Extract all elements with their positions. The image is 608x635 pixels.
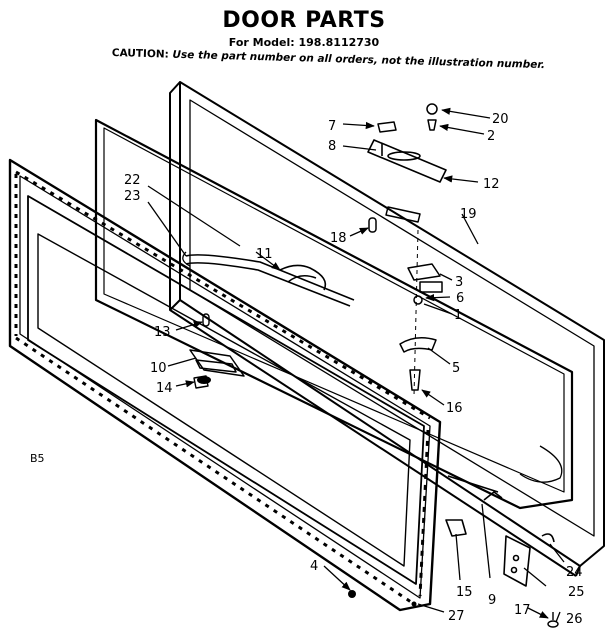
- callout-18: 18: [330, 231, 347, 246]
- hinge-assembly: [445, 475, 555, 587]
- callout-9: 9: [488, 593, 496, 608]
- callout-26: 26: [566, 612, 583, 627]
- callout-24: 24: [566, 565, 583, 580]
- callout-numbers: 7 8 20 2 12 22 23 19 18 11 3 6 1 13 5 10…: [124, 112, 585, 627]
- callout-2: 2: [487, 129, 495, 144]
- page-code: B5: [30, 452, 45, 465]
- inner-liner: [94, 118, 574, 510]
- callout-19: 19: [460, 207, 477, 222]
- callout-13: 13: [154, 325, 171, 340]
- diagram-title: DOOR PARTS: [222, 8, 386, 33]
- callout-5: 5: [452, 361, 460, 376]
- callout-6: 6: [456, 291, 464, 306]
- clip-7: [377, 121, 397, 133]
- back-panel: [169, 81, 605, 577]
- callout-11: 11: [256, 247, 273, 262]
- callout-7: 7: [328, 119, 336, 134]
- callout-17: 17: [514, 603, 531, 618]
- callout-14: 14: [156, 381, 173, 396]
- hardware-marks: [197, 376, 417, 607]
- screw-20: [426, 103, 438, 131]
- spring-18: [368, 217, 377, 233]
- callout-15: 15: [456, 585, 473, 600]
- callout-25: 25: [568, 585, 585, 600]
- callout-3: 3: [455, 275, 463, 290]
- callout-1: 1: [454, 308, 462, 323]
- latch-hardware: [399, 229, 443, 397]
- callout-10: 10: [150, 361, 167, 376]
- callout-8: 8: [328, 139, 336, 154]
- callout-20: 20: [492, 112, 509, 127]
- callout-12: 12: [483, 177, 500, 192]
- latch-plate-12: [367, 139, 447, 183]
- leader-lines: [147, 107, 565, 623]
- screw-26: [547, 612, 559, 628]
- outer-door-panel: [8, 158, 442, 612]
- callout-22: 22: [124, 173, 141, 188]
- callout-23: 23: [124, 189, 141, 204]
- latch-10: [189, 349, 245, 377]
- handle-bar-11: [185, 254, 355, 307]
- callout-16: 16: [446, 401, 463, 416]
- callout-4: 4: [310, 559, 318, 574]
- model-number: For Model: 198.8112730: [228, 36, 380, 49]
- spring-13: [202, 313, 210, 327]
- callout-27: 27: [448, 609, 465, 624]
